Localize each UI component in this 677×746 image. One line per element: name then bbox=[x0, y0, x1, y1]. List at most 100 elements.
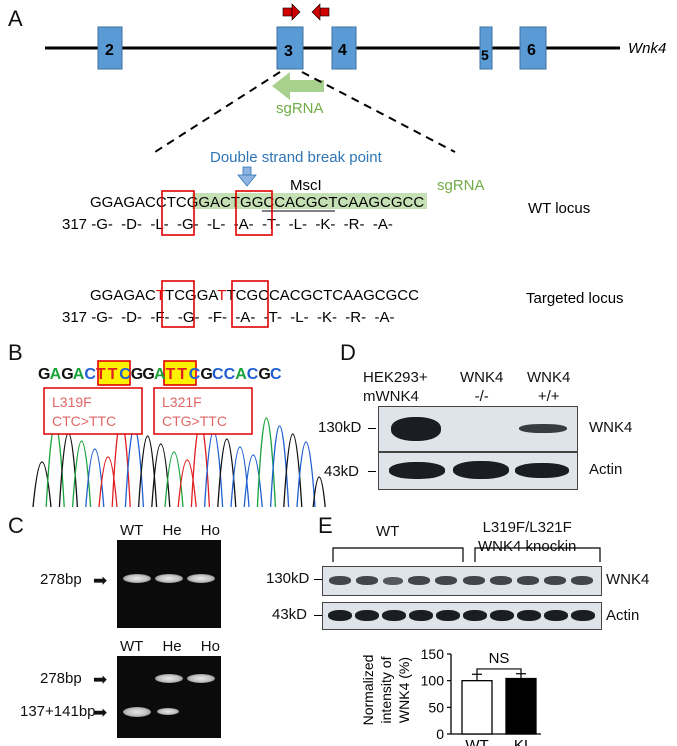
exon-5-label: 5 bbox=[481, 47, 489, 63]
exon-4 bbox=[331, 26, 357, 70]
trace-peak-0 bbox=[32, 461, 52, 508]
exon-2-label: 2 bbox=[105, 42, 114, 59]
bar-chart: Normalized intensity of WNK4 (%) 0501001… bbox=[360, 646, 541, 746]
trace-peak-4 bbox=[85, 448, 105, 508]
panel-d-lane2: WNK4-/- bbox=[460, 369, 504, 405]
wt-sequence: GGAGACCTCGGACTGGCCACGCTCAAGCGCC bbox=[90, 194, 424, 211]
base-2: G bbox=[61, 366, 73, 383]
chart-ylabel-line2: intensity of bbox=[378, 656, 394, 723]
base-1: A bbox=[50, 366, 62, 383]
dsb-arrow bbox=[237, 166, 257, 187]
mut1-name: L319F bbox=[52, 394, 92, 410]
exon-3 bbox=[276, 26, 304, 70]
wt-codon-box-1 bbox=[161, 190, 195, 236]
exon-5 bbox=[479, 26, 493, 70]
panel-e-group1: WT bbox=[376, 523, 400, 540]
trace-peak-5 bbox=[98, 456, 118, 508]
panel-b-letter: B bbox=[8, 340, 23, 365]
chart-xlabel-WT: WT bbox=[465, 737, 488, 746]
primer-reverse-arrow bbox=[311, 3, 330, 21]
trace-peak-1 bbox=[45, 424, 65, 508]
wt-codon-box-2 bbox=[235, 190, 273, 236]
sgrna-arrow bbox=[272, 72, 324, 100]
base-5: T bbox=[96, 366, 106, 383]
gel-bottom bbox=[117, 656, 221, 738]
panel-e-band2: Actin bbox=[606, 607, 640, 624]
chart-xlabel-KI: KI bbox=[514, 737, 528, 746]
primer-forward-arrow bbox=[282, 3, 301, 21]
chart-ylabel-line1: Normalized bbox=[360, 655, 376, 726]
wt-locus-label: WT locus bbox=[528, 200, 590, 217]
trace-tail-0 bbox=[312, 476, 326, 508]
trace-peak-8 bbox=[137, 435, 158, 508]
panel-d-wnk4-blot bbox=[378, 406, 578, 452]
trace-peak-12 bbox=[190, 422, 211, 508]
chart-ytick-label-3: 150 bbox=[421, 646, 445, 662]
panel-a-letter: A bbox=[8, 6, 23, 31]
dsb-label: Double strand break point bbox=[210, 149, 383, 166]
gel-top bbox=[117, 540, 221, 628]
panel-d-mw2-tick bbox=[368, 471, 376, 472]
gel-top-marker: 278bp bbox=[40, 571, 82, 588]
base-4: C bbox=[84, 366, 96, 383]
exon-3-label: 3 bbox=[284, 43, 293, 60]
mutation-box-1 bbox=[43, 387, 143, 435]
ki-amino-acids: 317 -G- -D- -F- -G- -F- -A- -T- -L- -K- … bbox=[62, 309, 394, 326]
zoom-line-right bbox=[301, 71, 456, 153]
trace-peak-18 bbox=[269, 425, 290, 508]
exon-6-label: 6 bbox=[527, 42, 536, 59]
chart-ytick-label-1: 50 bbox=[428, 699, 444, 715]
chart-bar-KI bbox=[505, 677, 537, 735]
ki-codon-box-2 bbox=[231, 280, 269, 328]
panel-d-mw1-tick bbox=[368, 428, 376, 429]
panel-e-letter: E bbox=[318, 513, 333, 538]
chart-ns-label: NS bbox=[489, 650, 510, 667]
ki-codon-box-1 bbox=[161, 280, 195, 328]
gel-bottom-arrow-2: ➡ bbox=[93, 703, 108, 722]
panel-e-brackets bbox=[332, 547, 601, 562]
trace-peak-15 bbox=[230, 446, 250, 508]
mutation-box-2 bbox=[153, 387, 253, 435]
exon-4-label: 4 bbox=[338, 42, 347, 59]
panel-e-mw2: 43kD bbox=[272, 606, 308, 623]
exon-2 bbox=[97, 26, 123, 70]
base-20: C bbox=[270, 366, 282, 383]
sgrna-label: sgRNA bbox=[276, 100, 324, 117]
trace-peak-16 bbox=[243, 454, 263, 508]
panel-d-band2: Actin bbox=[589, 461, 623, 478]
chart-ytick-label-0: 0 bbox=[436, 726, 444, 742]
zoom-line-left bbox=[154, 71, 281, 153]
base-3: A bbox=[73, 366, 85, 383]
panel-d-mw1: 130kD bbox=[318, 419, 362, 436]
base-14: G bbox=[200, 366, 212, 383]
wt-amino-acids: 317 -G- -D- -L- -G- -L- -A- -T- -L- -K- … bbox=[62, 216, 393, 233]
panel-d-actin-blot bbox=[378, 452, 578, 490]
trace-peak-11 bbox=[177, 459, 197, 508]
base-18: C bbox=[247, 366, 259, 383]
panel-e-mw1-tick bbox=[314, 579, 322, 580]
gene-map: 2 3 4 5 6 Wnk4 sgRNA Double strand break… bbox=[45, 3, 666, 328]
gel-top-arrow: ➡ bbox=[93, 571, 108, 590]
panel-e-mw1: 130kD bbox=[266, 570, 310, 587]
trace-peak-20 bbox=[296, 441, 316, 508]
base-16: C bbox=[224, 366, 236, 383]
panel-e-wnk4-blot bbox=[322, 566, 602, 596]
chart-ns-bracket bbox=[476, 668, 522, 675]
panel-c-letter: C bbox=[8, 513, 24, 538]
gel-bottom-marker-2: 137+141bp bbox=[20, 703, 96, 720]
exon-6 bbox=[519, 26, 547, 70]
trace-peak-13 bbox=[203, 430, 224, 508]
chart-bar-WT bbox=[461, 680, 493, 735]
gel-bottom-marker-1: 278bp bbox=[40, 670, 82, 687]
base-8: G bbox=[131, 366, 143, 383]
panel-e-mw2-tick bbox=[314, 615, 322, 616]
chart-ylabel-line3: WNK4 (%) bbox=[396, 657, 412, 723]
base-13: C bbox=[189, 366, 201, 383]
base-6: T bbox=[108, 366, 118, 383]
base-17: A bbox=[235, 366, 247, 383]
trace-peak-3 bbox=[71, 440, 92, 508]
